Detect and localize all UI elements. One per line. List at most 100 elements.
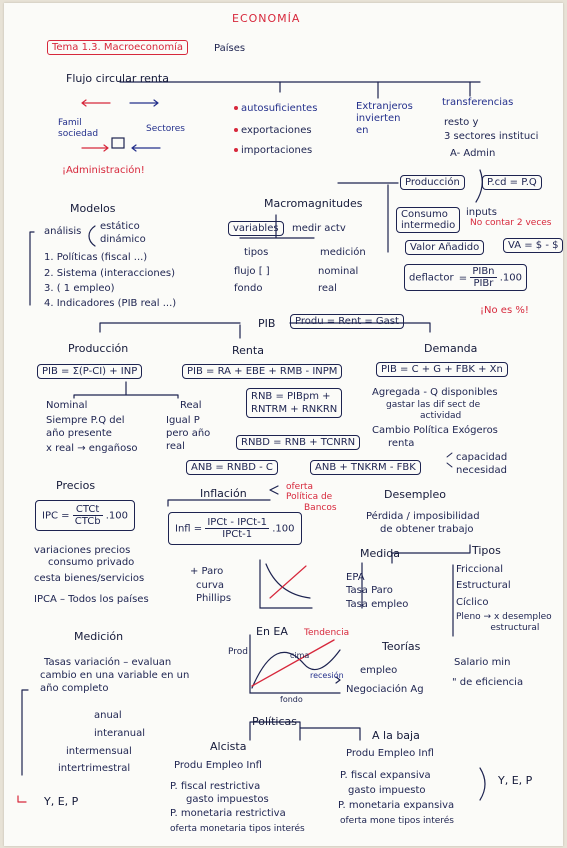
pib-renta-title: Renta <box>232 344 264 357</box>
notebook-page <box>4 3 563 846</box>
teorias-eficiencia: " de eficiencia <box>452 677 524 688</box>
desempleo-medida: Medida <box>360 547 401 560</box>
pib-nominal-1: Siempre P.Q del <box>46 415 125 426</box>
inflacion-oferta: oferta <box>286 482 313 492</box>
branch-transfer-1: resto y <box>444 117 479 128</box>
branch-export: exportaciones <box>241 125 312 136</box>
medicion-item-4: intertrimestral <box>58 763 131 774</box>
macro-inputs: inputs <box>466 207 497 218</box>
macro-variables: variables <box>228 221 284 236</box>
models-item-3: 3. ( 1 empleo) <box>44 283 115 294</box>
models-dinamico: dinámico <box>100 234 146 245</box>
medicion-item-3: intermensual <box>66 746 132 757</box>
flow-title: Flujo circular renta <box>66 72 169 85</box>
precios-title: Precios <box>56 479 96 492</box>
pib-anb: ANB = RNBD - C <box>186 460 278 475</box>
pib-real-title: Real <box>180 400 202 411</box>
pib-anb2: ANB + TNKRM - FBK <box>310 460 421 475</box>
inflacion-paro: + Paro <box>190 566 224 577</box>
medicion-item-2: interanual <box>94 728 146 739</box>
inflacion-formula-mult: .100 <box>272 523 295 535</box>
teorias-salario: Salario min <box>454 657 511 668</box>
precios-ipc-den: CTCb <box>74 516 101 527</box>
desempleo-medida-3: Tasa empleo <box>346 599 409 610</box>
branch-extranjeros: Extranjeros invierten en <box>356 101 413 136</box>
macro-no-es: ¡No es %! <box>480 305 529 316</box>
desempleo-tipo-1: Friccional <box>456 564 504 575</box>
ea-cima: cima <box>290 651 310 660</box>
branch-transfer-2: 3 sectores instituci <box>444 131 539 142</box>
politicas-pf-expansiva-2: gasto impuesto <box>348 785 426 796</box>
desempleo-tipo-2: Estructural <box>456 580 511 591</box>
pib-real-3: real <box>166 441 185 452</box>
medicion-cambio: cambio en una variable en un <box>40 670 190 681</box>
desempleo-def2: de obtener trabajo <box>380 524 474 535</box>
models-analysis: análisis <box>44 226 82 237</box>
desempleo-tipo-3: Cíclico <box>456 597 489 608</box>
medicion-periodo: año completo <box>40 683 109 694</box>
macro-fondo: fondo <box>234 283 263 294</box>
topic-tag: Tema 1.3. Macroeconomía <box>47 40 189 55</box>
teorias-negociacion: Negociación Ag <box>346 684 424 695</box>
precios-ipc-lhs: IPC = <box>42 510 70 522</box>
politicas-baja-line: Produ Empleo Infl <box>346 748 434 759</box>
macro-medir: medir actv <box>292 223 346 234</box>
precios-ipca: IPCA – Todos los países <box>34 594 149 605</box>
politicas-baja: A la baja <box>372 729 420 742</box>
ea-recesion: recesión <box>310 671 344 680</box>
pib-nominal-2: año presente <box>46 428 112 439</box>
pib-produccion-formula: PIB = Σ(P-CI) + INP <box>37 364 143 379</box>
macro-flujo: flujo [ ] <box>234 266 270 277</box>
macro-va-formula: VA = $ - $ <box>503 238 564 253</box>
pib-capacidad: capacidad <box>456 452 508 463</box>
precios-b2: cesta bienes/servicios <box>34 573 145 584</box>
flow-admin: ¡Administración! <box>62 165 145 176</box>
branch-import: importaciones <box>241 145 313 156</box>
pib-real-1: Igual P <box>166 415 200 426</box>
politicas-pf-restrictiva: P. fiscal restrictiva <box>170 781 261 792</box>
macro-tipos: tipos <box>244 247 269 258</box>
macro-consumo: Consumo intermedio <box>396 207 461 233</box>
models-item-2: 2. Sistema (interacciones) <box>44 268 176 279</box>
pib-rnbd: RNBD = RNB + TCNRN <box>236 435 361 450</box>
politicas-pm-expansiva-2: oferta mone tipos interés <box>340 816 454 826</box>
macro-real: real <box>318 283 337 294</box>
pib-demanda-formula: PIB = C + G + FBK + Xn <box>376 362 508 377</box>
precios-b1: variaciones precios <box>34 545 131 556</box>
pib-demanda-title: Demanda <box>424 342 478 355</box>
inflacion-politica: Política de <box>286 492 333 502</box>
politicas-title: Políticas <box>252 715 297 728</box>
inflacion-bancos: Bancos <box>304 503 337 513</box>
models-estatico: estático <box>100 221 140 232</box>
inflacion-formula-lhs: Infl = <box>175 523 203 535</box>
desempleo-medida-1: EPA <box>346 572 365 583</box>
inflacion-phillips: Phillips <box>196 593 232 604</box>
pib-agregada-3: actividad <box>420 411 462 421</box>
pib-agregada-1: Agregada - Q disponibles <box>372 387 498 398</box>
politicas-alcista-line: Produ Empleo Infl <box>174 760 262 771</box>
macro-medicion: medición <box>320 247 366 258</box>
medicion-tasas: Tasas variación – evaluan <box>44 657 172 668</box>
pib-politica-1: Cambio Política Exógeros <box>372 425 498 436</box>
flow-agent-right: Sectores <box>146 124 185 134</box>
models-item-4: 4. Indicadores (PIB real ...) <box>44 298 177 309</box>
pib-real-2: pero año <box>166 428 211 439</box>
macro-produccion: Producción <box>400 175 465 190</box>
pib-identity: Produ = Rent = Gast <box>290 314 404 329</box>
inflacion-curva: curva <box>196 580 224 591</box>
desempleo-tipo-4: Pleno → x desempleo estructural <box>456 612 552 633</box>
macro-no-contar: No contar 2 veces <box>470 218 552 228</box>
politicas-alcista: Alcista <box>210 740 247 753</box>
pib-nominal-title: Nominal <box>46 400 88 411</box>
ea-tendencia: Tendencia <box>304 628 350 638</box>
macro-deflactor: deflactor <box>409 272 454 284</box>
politicas-pm-expansiva: P. monetaria expansiva <box>338 800 455 811</box>
pib-rnb-2: RNTRM + RNKRN <box>251 404 338 415</box>
inflacion-formula-num: IPCt - IPCt-1 <box>205 517 270 529</box>
pib-agregada-2: gastar las dif sect de <box>386 400 481 410</box>
ea-prod: Prod <box>228 647 248 657</box>
topic-extra: Países <box>214 43 246 54</box>
models-title: Modelos <box>70 202 116 215</box>
politicas-result: Y, E, P <box>498 774 533 787</box>
